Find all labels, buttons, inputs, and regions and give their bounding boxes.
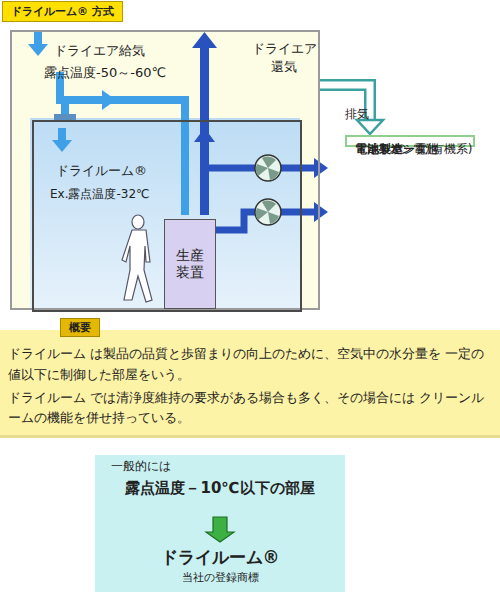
exhaust-arrowheads <box>314 158 328 222</box>
node-text: 概要 <box>60 318 100 337</box>
node-text: ・キャパシタ(有機系) <box>355 141 472 158</box>
node-text: 露点温度－10℃以下の部屋 <box>95 479 345 498</box>
exhaust-label: 排気 <box>345 106 369 123</box>
node-text: ドライルーム® <box>56 162 147 180</box>
node-text: 露点温度-50～-60℃ <box>44 64 166 82</box>
exhaust-fan <box>255 155 281 225</box>
diagram-title: ドライルーム® 方式 <box>2 1 123 22</box>
flow-arrow <box>206 517 234 542</box>
application-box: 電池製造・Liイオン電池・ポリマー電池・キャパシタ(有機系) <box>345 135 475 147</box>
node-text: 当社の登録商標 <box>95 570 345 585</box>
node-text: ドライエア還気 <box>248 40 320 76</box>
node-text: 一般的には <box>111 458 171 475</box>
building-box: ドライエア給気露点温度-50～-60℃ ドライエア還気ドライルーム® Ex.露点温度… <box>10 30 320 310</box>
equipment-box: 生産装置 <box>164 219 216 309</box>
definition-fill <box>95 455 345 592</box>
definition-box: 一般的には露点温度－10℃以下の部屋 <box>95 455 345 517</box>
trademark-box: ドライルーム®当社の登録商標 <box>95 542 345 592</box>
node-text: Ex.露点温度-32℃ <box>50 186 150 203</box>
node-text: ドライルーム® <box>95 546 345 570</box>
building-fill <box>10 30 320 310</box>
node-text: ドライルーム は製品の品質と歩留まりの向上のために、空気中の水分量を 一定の値以… <box>8 344 492 386</box>
node-text: ドライルーム では清浄度維持の要求がある場合も多く、その場合には クリーンルーム… <box>8 388 492 430</box>
return-air <box>192 32 217 215</box>
node-text: ドライエア給気 <box>54 42 145 60</box>
note-band: 概要ドライルーム は製品の品質と歩留まりの向上のために、空気中の水分量を 一定の… <box>0 330 500 435</box>
node-text: 生産装置 <box>176 247 204 281</box>
supply-air <box>28 30 189 215</box>
room-fill <box>30 118 300 310</box>
worker-figure <box>122 215 152 302</box>
flow-arrow <box>320 85 383 134</box>
dry-room-box: ドライルーム® Ex.露点温度-32℃ 生産装置 <box>32 120 302 312</box>
